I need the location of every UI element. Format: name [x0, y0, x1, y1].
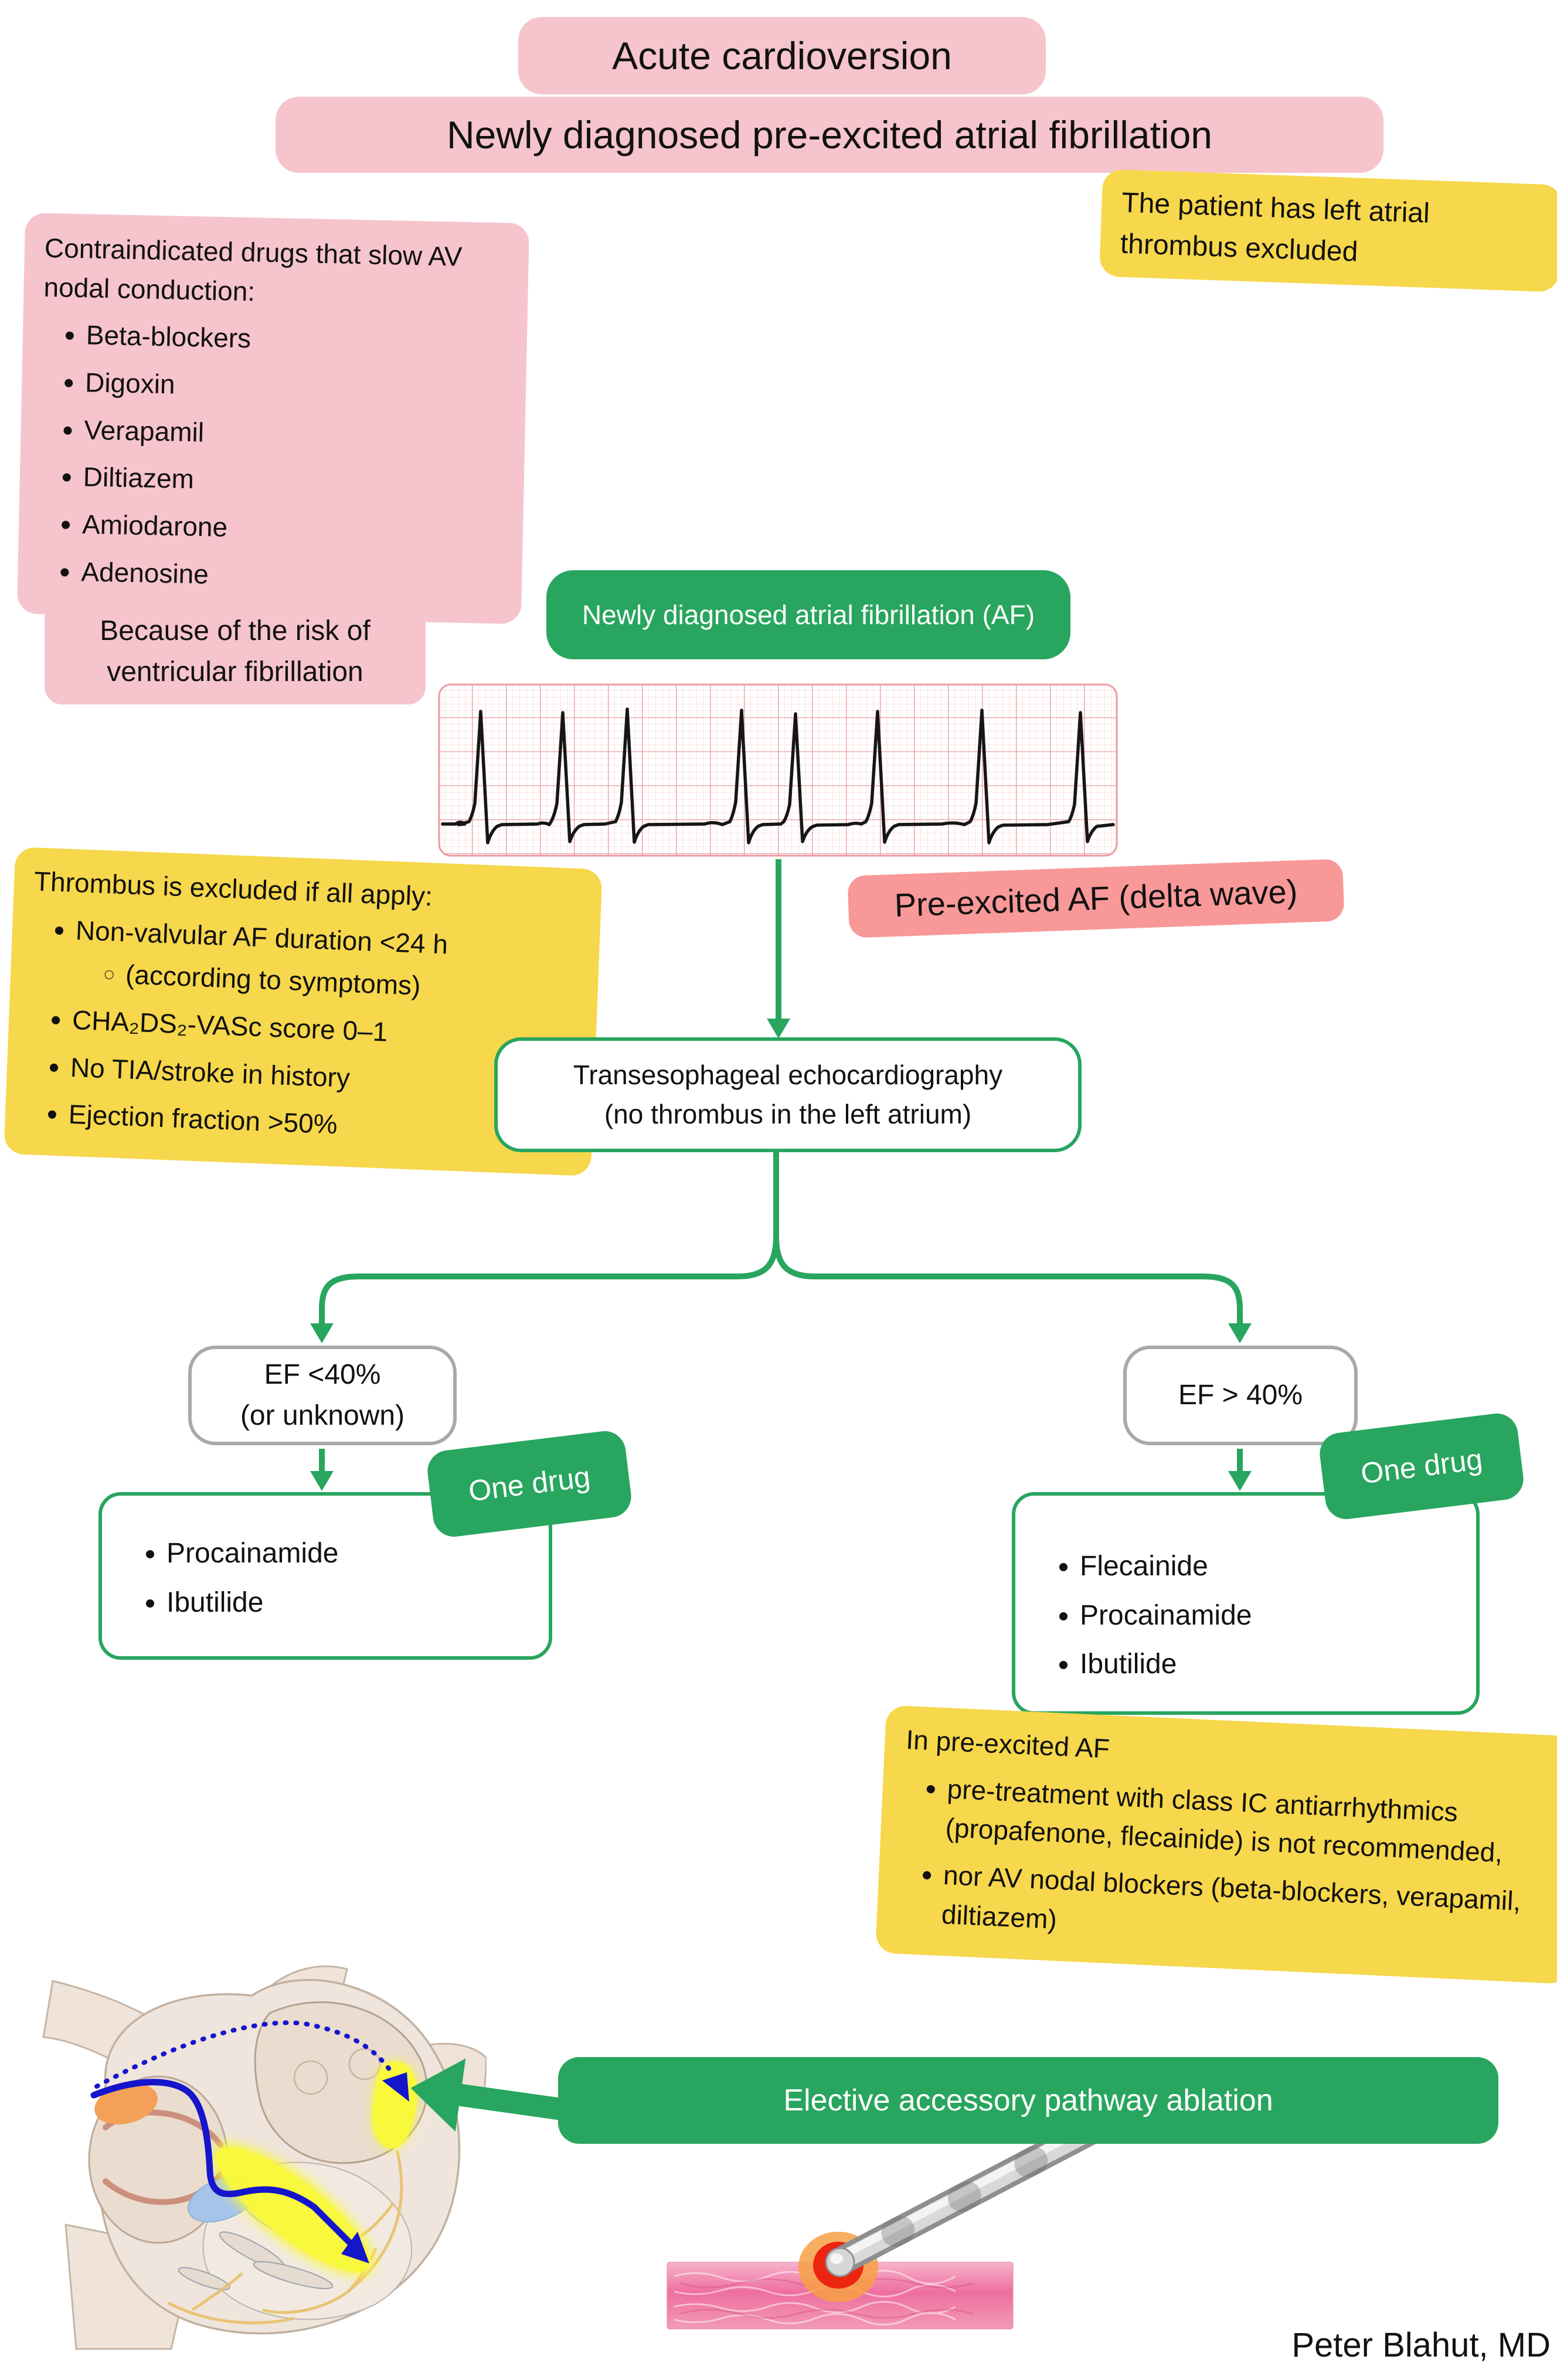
ecg-trace	[441, 707, 1115, 845]
label-delta-wave-text: Pre-excited AF (delta wave)	[893, 872, 1298, 924]
list-item: Adenosine	[81, 552, 502, 600]
contraindicated-heading: Contraindicated drugs that slow AV nodal…	[43, 232, 463, 307]
tissue-block	[667, 2262, 1014, 2330]
node-ef-low: EF <40% (or unknown)	[188, 1346, 457, 1445]
list-item: Ibutilide	[1080, 1644, 1476, 1685]
node-ef-low-line1: EF <40%	[264, 1359, 381, 1391]
node-start-af: Newly diagnosed atrial fibrillation (AF)	[546, 570, 1070, 659]
conduction-solid-path	[90, 2079, 353, 2246]
list-item: Verapamil	[84, 410, 505, 458]
node-drugs-low: Procainamide Ibutilide	[98, 1492, 552, 1660]
list-item: Procainamide	[166, 1533, 549, 1574]
note-vf-risk: Because of the risk of ventricular fibri…	[45, 599, 426, 704]
list-item: Diltiazem	[83, 458, 504, 506]
list-item: pre-treatment with class IC antiarrhythm…	[944, 1769, 1556, 1875]
list-item: Flecainide	[1080, 1546, 1476, 1587]
drugs-high-list: Flecainide Procainamide Ibutilide	[1015, 1546, 1476, 1685]
list-item: Digoxin	[85, 363, 506, 411]
conduction-dotted-path	[94, 2020, 396, 2089]
ablation-lesion	[798, 2232, 878, 2302]
ablation-arrow	[410, 2058, 567, 2132]
list-item: Non-valvular AF duration <24 h (accordin…	[73, 911, 580, 1012]
node-tee: Transesophageal echocardiography (no thr…	[494, 1037, 1082, 1152]
author-credit-text: Peter Blahut, MD	[1291, 2326, 1551, 2364]
list-item: Ibutilide	[166, 1582, 549, 1623]
ecg-strip	[438, 683, 1118, 857]
page-title-text: Acute cardioversion	[612, 33, 952, 77]
catheter-tip	[825, 2247, 855, 2277]
badge-one-drug-low: One drug	[425, 1428, 634, 1540]
list-item: Amiodarone	[81, 505, 503, 553]
node-tee-line1: Transesophageal echocardiography	[573, 1060, 1003, 1091]
author-credit: Peter Blahut, MD	[1231, 2325, 1551, 2365]
list-item: nor AV nodal blockers (beta-blockers, ve…	[941, 1855, 1552, 1961]
node-ef-high-text: EF > 40%	[1178, 1380, 1303, 1411]
note-thrombus-excluded: The patient has left atrial thrombus exc…	[1099, 169, 1557, 292]
page-subtitle-text: Newly diagnosed pre-excited atrial fibri…	[447, 113, 1212, 156]
drugs-low-list: Procainamide Ibutilide	[102, 1533, 549, 1623]
node-start-af-text: Newly diagnosed atrial fibrillation (AF)	[582, 599, 1035, 630]
badge-one-drug-low-text: One drug	[467, 1460, 592, 1508]
sub-list-item: (according to symptoms)	[125, 955, 579, 1012]
note-pre-excited-warning: In pre-excited AF pre-treatment with cla…	[875, 1705, 1557, 1985]
node-ef-low-line2: (or unknown)	[240, 1400, 405, 1431]
list-item: Procainamide	[1080, 1595, 1476, 1636]
accessory-pathway-highlight	[212, 2061, 417, 2276]
node-ablation: Elective accessory pathway ablation	[558, 2057, 1498, 2144]
av-node	[188, 2175, 258, 2223]
note-vf-risk-text: Because of the risk of ventricular fibri…	[100, 615, 370, 687]
badge-one-drug-high-text: One drug	[1359, 1442, 1484, 1490]
contraindicated-list: Beta-blockers Digoxin Verapamil Diltiaze…	[38, 315, 508, 600]
node-ablation-text: Elective accessory pathway ablation	[783, 2083, 1273, 2117]
label-delta-wave: Pre-excited AF (delta wave)	[847, 859, 1345, 938]
note-thrombus-excluded-text: The patient has left atrial thrombus exc…	[1120, 187, 1430, 268]
heart-illustration	[42, 1965, 487, 2350]
list-item: Beta-blockers	[86, 316, 507, 364]
page-title: Acute cardioversion	[518, 17, 1046, 94]
page-subtitle: Newly diagnosed pre-excited atrial fibri…	[276, 97, 1383, 173]
note-contraindicated-drugs: Contraindicated drugs that slow AV nodal…	[16, 213, 530, 624]
node-drugs-high: Flecainide Procainamide Ibutilide	[1012, 1492, 1480, 1715]
node-ef-high: EF > 40%	[1123, 1346, 1358, 1445]
sa-node	[94, 2083, 158, 2124]
node-tee-line2: (no thrombus in the left atrium)	[604, 1099, 972, 1129]
pre-excited-warning-list: pre-treatment with class IC antiarrhythm…	[898, 1768, 1556, 1962]
